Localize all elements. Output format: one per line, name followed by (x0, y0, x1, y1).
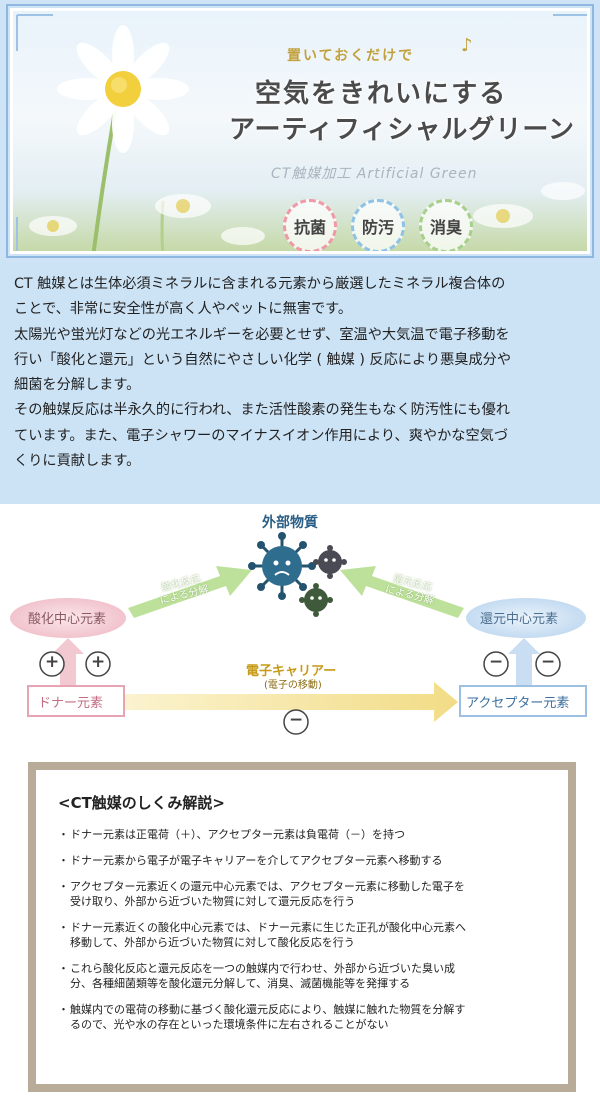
intro-line: ています。また、電子シャワーのマイナスイオン作用により、爽やかな空気づ (14, 427, 509, 444)
donor-box (27, 685, 125, 717)
acceptor-up-arrow-icon (508, 638, 540, 692)
bullet: ・ (58, 1003, 69, 1016)
list-item: ・これら酸化反応と還元反応を一つの触媒内で行わせ、外部から近づいた臭い成分、各種… (58, 961, 550, 991)
bullet: ・ (58, 880, 69, 893)
external-substance-label: 外部物質 (262, 515, 318, 531)
donor-up-arrow-icon (52, 638, 84, 692)
list-item-text: 移動して、外部から近づいた物質に対して酸化反応を行う (70, 936, 355, 949)
intro-line: 太陽光や蛍光灯などの光エネルギーを必要とせず、室温や大気温で電子移動を (14, 326, 510, 343)
explanation-title: <CT触媒のしくみ解説> (58, 794, 225, 812)
minus-sign: − (541, 652, 556, 672)
list-item-text: るので、光や水の存在といった環境条件に左右されることがない (70, 1018, 389, 1031)
microbe-icon-large (248, 532, 316, 600)
microbe-icon-small-2 (299, 583, 333, 617)
intro-line: 行い「酸化と還元」という自然にやさしい化学 ( 触媒 ) 反応により悪臭成分や (14, 351, 512, 368)
list-item-text: アクセプター元素近くの還元中心元素では、アクセプター元素に移動した電子を (70, 880, 465, 893)
acceptor-box (459, 685, 587, 717)
hero-banner: 置いておくだけで ♪ 空気をきれいにする アーティフィシャルグリーン CT触媒加… (0, 0, 600, 262)
oxidation-center-shape (10, 598, 126, 638)
list-item: ・ドナー元素から電子が電子キャリアーを介してアクセプター元素へ移動する (58, 853, 550, 868)
intro-line: ことで、非常に安全性が高く人やペットに無害です。 (14, 301, 353, 318)
intro-line: その触媒反応は半永久的に行われ、また活性酸素の発生もなく防汚性にも優れ (14, 402, 510, 419)
banner-title-line2: アーティフィシャルグリーン (229, 115, 576, 145)
catalyst-diagram: 外部物質 酸化中心元素 還元中心元素 酸化反応 による分解 還元反応 による分解… (0, 504, 600, 750)
oxidation-center-label: 酸化中心元素 (28, 612, 107, 627)
list-item-text: 触媒内での電荷の移動に基づく酸化還元反応により、触媒に触れた物質を分解す (70, 1003, 466, 1016)
bullet: ・ (58, 921, 69, 934)
badge-deodorant: 消臭 (419, 199, 473, 251)
minus-sign: − (489, 652, 504, 672)
donor-label: ドナー元素 (38, 696, 104, 711)
banner-tagline: 置いておくだけで (287, 48, 415, 64)
plus-sign: + (45, 652, 60, 672)
intro-line: 細菌を分解します。 (14, 377, 141, 394)
list-item: ・ドナー元素近くの酸化中心元素では、ドナー元素に生じた正孔が酸化中心元素へ移動し… (58, 920, 550, 950)
carrier-minus-circle (283, 709, 309, 735)
carrier-label: 電子キャリアー (246, 664, 337, 679)
oxidation-arrow-icon (128, 566, 252, 618)
plus-sign: + (91, 652, 106, 672)
badge-antifouling: 防汚 (351, 199, 405, 251)
acceptor-label: アクセプター元素 (466, 696, 570, 711)
bullet: ・ (58, 962, 69, 975)
list-item: ・アクセプター元素近くの還元中心元素では、アクセプター元素に移動した電子を受け取… (58, 879, 550, 909)
microbe-icon-small-1 (313, 545, 347, 579)
minus-circle-1 (483, 651, 509, 677)
intro-section: CT 触媒とは生体必須ミネラルに含まれる元素から厳選したミネラル複合体の ことで… (0, 262, 600, 504)
list-item-text: これら酸化反応と還元反応を一つの触媒内で行わせ、外部から近づいた臭い成 (70, 962, 455, 975)
banner-frame: 置いておくだけで ♪ 空気をきれいにする アーティフィシャルグリーン CT触媒加… (6, 4, 594, 258)
banner-title-line1: 空気をきれいにする (255, 79, 508, 109)
carrier-sub-label: (電子の移動) (264, 680, 322, 691)
bullet: ・ (58, 854, 69, 867)
plus-circle-1 (39, 651, 65, 677)
list-item: ・ドナー元素は正電荷（＋）、アクセプター元素は負電荷（－）を持つ (58, 827, 550, 842)
intro-line: CT 触媒とは生体必須ミネラルに含まれる元素から厳選したミネラル複合体の (14, 276, 506, 292)
mechanism-explanation-box: <CT触媒のしくみ解説> ・ドナー元素は正電荷（＋）、アクセプター元素は負電荷（… (28, 762, 576, 1092)
list-item-text: 受け取り、外部から近づいた物質に対して還元反応を行う (70, 895, 356, 908)
minus-sign: − (289, 710, 304, 730)
badge-antibacterial: 抗菌 (283, 199, 337, 251)
list-item-text: ドナー元素は正電荷（＋）、アクセプター元素は負電荷（－）を持つ (70, 828, 405, 841)
list-item-text: ドナー元素近くの酸化中心元素では、ドナー元素に生じた正孔が酸化中心元素へ (70, 921, 466, 934)
intro-line: くりに貢献します。 (14, 453, 141, 470)
daisy-illustration (16, 14, 587, 251)
reduction-center-shape (466, 598, 586, 638)
list-item: ・触媒内での電荷の移動に基づく酸化還元反応により、触媒に触れた物質を分解するので… (58, 1002, 550, 1032)
list-item-text: ドナー元素から電子が電子キャリアーを介してアクセプター元素へ移動する (70, 854, 443, 867)
music-note-icon: ♪ (461, 35, 473, 56)
reduction-center-label: 還元中心元素 (480, 612, 559, 627)
list-item-text: 分、各種細菌類等を酸化還元分解して、消臭、滅菌機能等を発揮する (70, 977, 411, 990)
diagram-graphics (10, 532, 587, 735)
bullet: ・ (58, 828, 69, 841)
explanation-list: ・ドナー元素は正電荷（＋）、アクセプター元素は負電荷（－）を持つ ・ドナー元素か… (58, 827, 550, 1032)
banner-subtitle: CT触媒加工 Artificial Green (271, 166, 478, 182)
minus-circle-2 (535, 651, 561, 677)
plus-circle-2 (85, 651, 111, 677)
reduction-arrow-icon (340, 566, 464, 618)
electron-carrier-arrow-icon (124, 682, 458, 722)
